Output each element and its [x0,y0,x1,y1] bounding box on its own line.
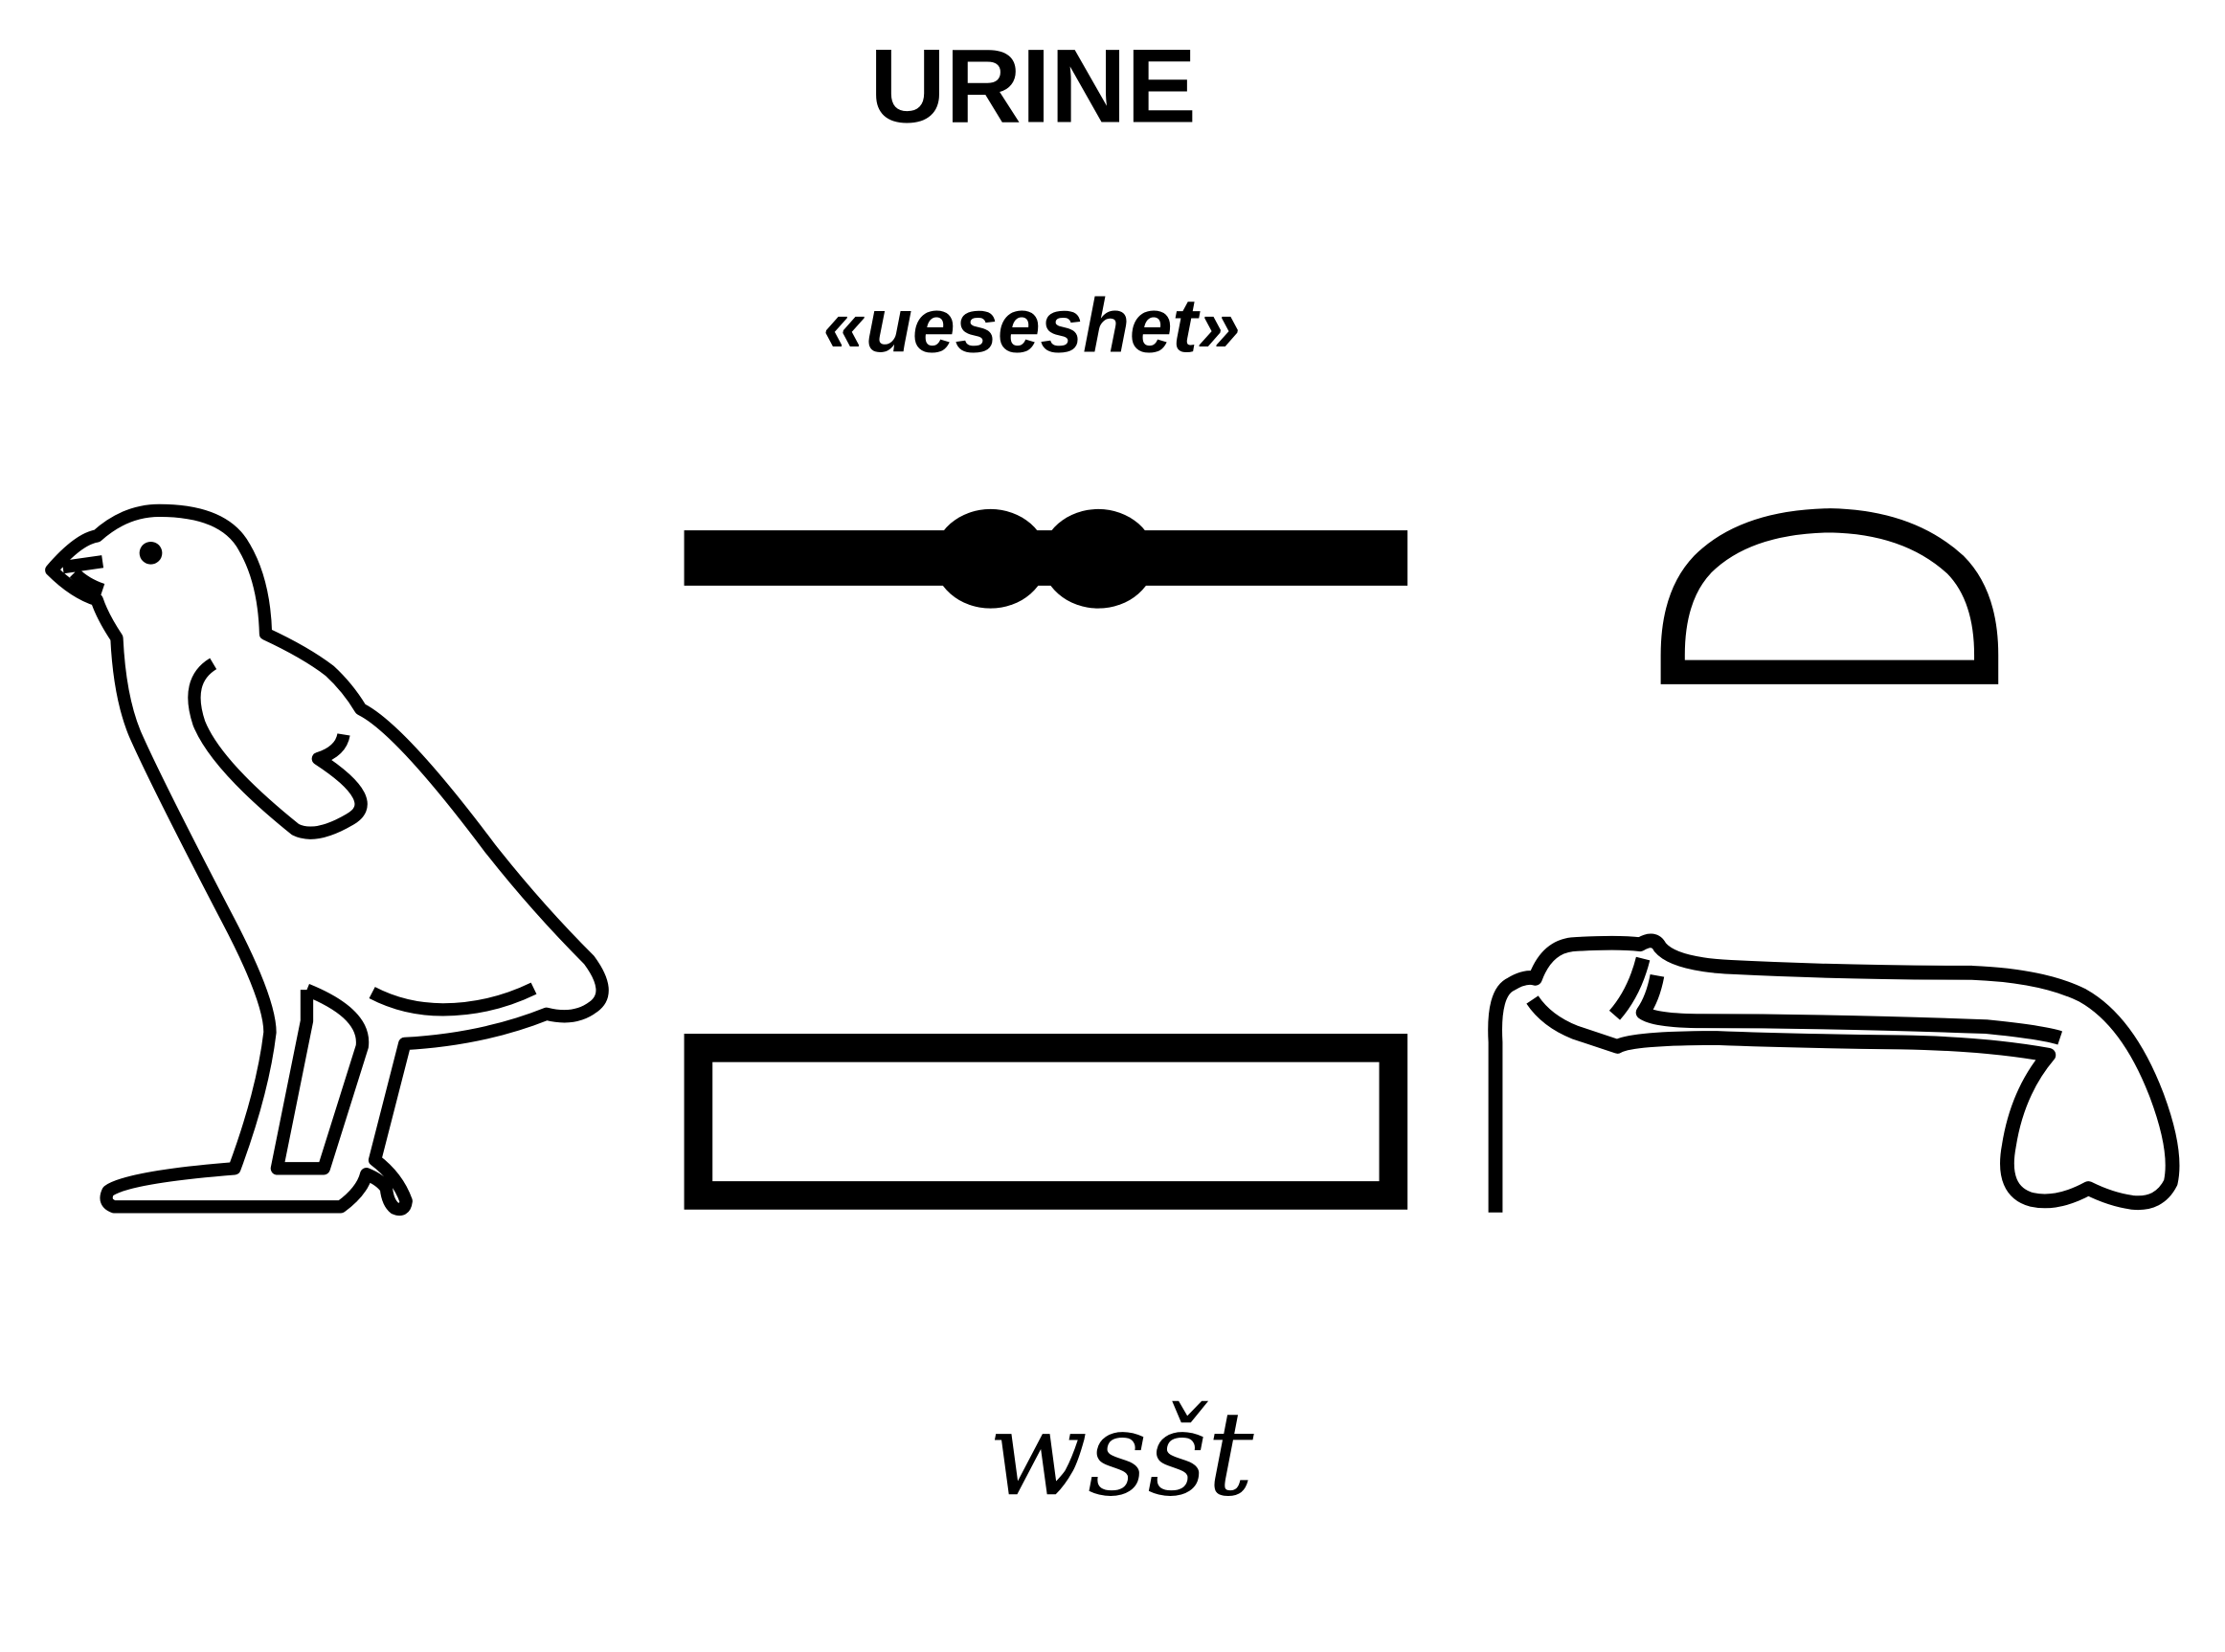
pronunciation: «ueseshet» [823,282,1241,368]
eye-icon [139,541,163,565]
quail-chick-icon [45,503,609,1217]
transliteration: wsšt [988,1387,1254,1523]
phallus-icon [1488,933,2180,1213]
page-title: URINE [869,28,1196,145]
bread-loaf-icon [1660,508,1999,684]
water-ripple-icon [684,508,1408,609]
pool-icon [684,1034,1408,1210]
